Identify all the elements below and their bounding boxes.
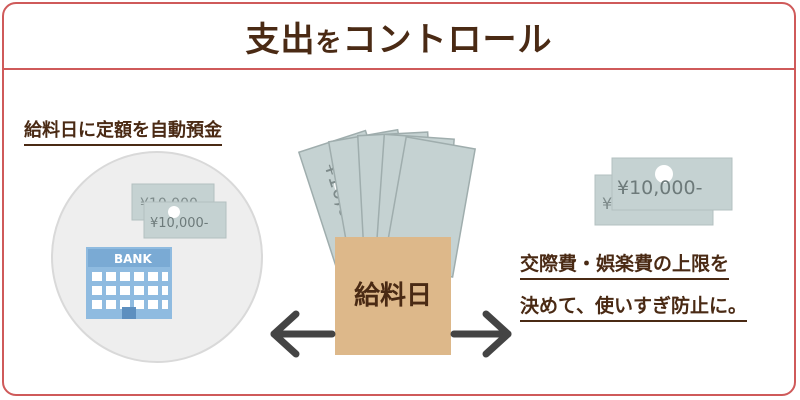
payday-box-label: 給料日	[354, 280, 432, 311]
bill-front-label: ¥10,000-	[150, 216, 209, 231]
illustration: ¥10,000 ¥10,000- BANK	[51, 128, 733, 363]
payday-box: 給料日	[335, 237, 451, 355]
bill-front: ¥10,000-	[143, 201, 227, 239]
bank-savings-illustration: ¥10,000 ¥10,000- BANK	[51, 151, 263, 363]
allowance-bills-illustration: ¥ ¥10,000-	[594, 157, 733, 226]
bank-building-icon: BANK	[86, 247, 172, 319]
bank-label: BANK	[114, 252, 152, 266]
bill-right-back-label: ¥	[602, 194, 612, 213]
title-main-a: 支出	[245, 19, 316, 60]
payday-illustration: ¥10,000 給料日	[297, 128, 477, 355]
diagram-frame: 支出をコントロール 給料日に定額を自動預金 ¥10,000 ¥10,000- B…	[2, 2, 796, 396]
title-bar: 支出をコントロール	[4, 4, 794, 70]
bill-right-front: ¥10,000-	[611, 157, 733, 211]
title-connector: を	[315, 27, 343, 58]
left-caption: 給料日に定額を自動預金	[24, 116, 222, 146]
page-title: 支出をコントロール	[245, 12, 552, 61]
arrow-left-icon	[270, 310, 336, 358]
right-caption-line1: 交際費・娯楽費の上限を	[520, 249, 730, 280]
arrow-right-icon	[450, 310, 512, 358]
right-caption-line2: 決めて、使いすぎ防止に。	[520, 291, 748, 322]
bank-windows	[92, 272, 168, 309]
bill-right-front-label: ¥10,000-	[617, 177, 702, 199]
title-main-b: コントロール	[342, 19, 553, 60]
